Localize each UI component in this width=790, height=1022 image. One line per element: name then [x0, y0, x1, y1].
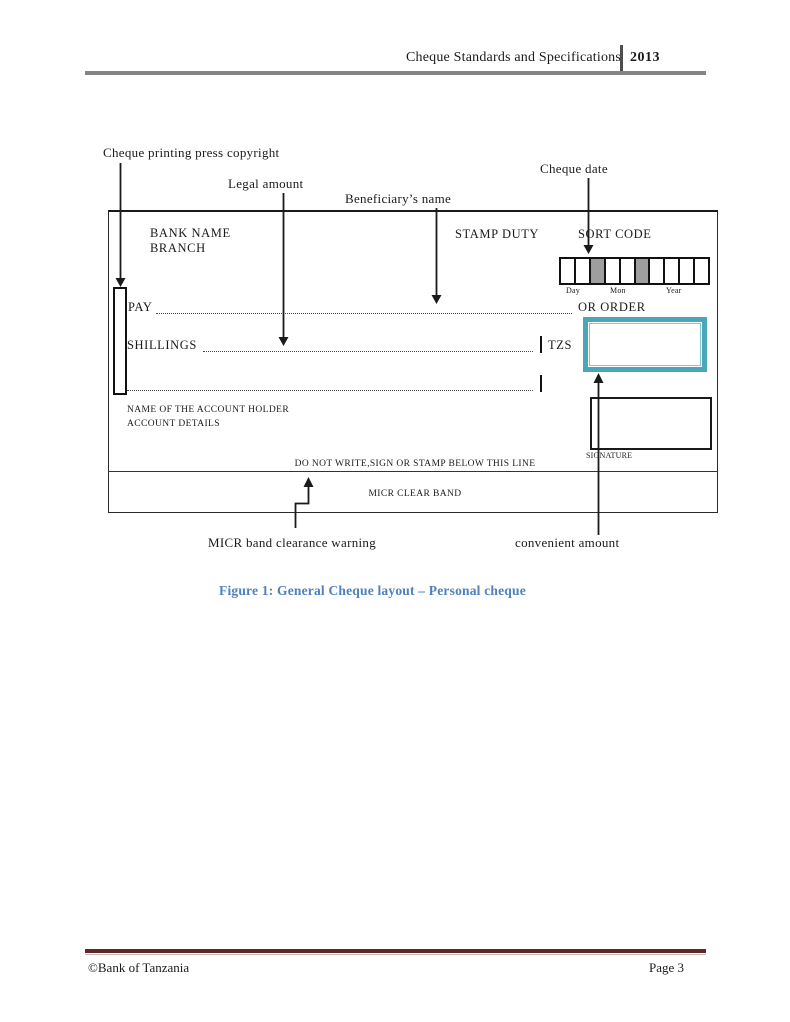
date-cell	[605, 259, 621, 283]
header-title: Cheque Standards and Specifications	[406, 50, 622, 65]
third-line-tick	[540, 375, 542, 392]
date-day-label: Day	[566, 286, 580, 295]
date-cell	[695, 259, 709, 283]
date-mon-label: Mon	[610, 286, 626, 295]
footer-page-number: Page 3	[649, 960, 685, 975]
header-year: 2013	[630, 50, 660, 65]
stamp-duty-label: STAMP DUTY	[455, 227, 540, 241]
account-details-label: ACCOUNT DETAILS	[127, 419, 220, 429]
amount-box	[583, 317, 707, 372]
tzs-tick	[540, 336, 542, 353]
currency-label: TZS	[548, 338, 573, 352]
third-write-line	[127, 377, 533, 391]
branch-label: BRANCH	[150, 241, 206, 255]
date-year-label: Year	[666, 286, 682, 295]
date-cell	[561, 259, 576, 283]
shillings-write-line	[203, 338, 533, 352]
footer-copyright: ©Bank of Tanzania	[88, 960, 190, 975]
callout-convenient-amount: convenient amount	[515, 535, 620, 550]
date-cell	[575, 259, 591, 283]
pay-write-line	[156, 300, 572, 314]
header-divider	[620, 45, 623, 74]
callout-beneficiary-name: Beneficiary’s name	[345, 191, 452, 206]
date-cell	[620, 259, 636, 283]
or-order-label: OR ORDER	[578, 300, 646, 314]
signature-label: SIGNATURE	[586, 451, 633, 460]
date-cell	[650, 259, 666, 283]
amount-box-inner-frame	[589, 323, 701, 366]
account-holder-label: NAME OF THE ACCOUNT HOLDER	[127, 405, 290, 415]
pay-label: PAY	[128, 300, 153, 314]
footer-rule-light	[85, 954, 706, 955]
sort-code-label: SORT CODE	[578, 227, 652, 241]
callout-micr-warning: MICR band clearance warning	[208, 535, 377, 550]
header-rule	[85, 71, 706, 75]
date-cell	[635, 259, 651, 283]
micr-clear-band-label: MICR CLEAR BAND	[368, 489, 462, 499]
bank-name-label: BANK NAME	[150, 226, 231, 240]
printing-press-copyright-box	[113, 287, 127, 395]
date-cell	[665, 259, 681, 283]
callout-printing-press-copyright: Cheque printing press copyright	[103, 145, 280, 160]
figure-caption: Figure 1: General Cheque layout – Person…	[219, 583, 526, 598]
micr-band-separator	[108, 471, 718, 472]
footer-rule-dark	[85, 949, 706, 953]
do-not-write-warning: DO NOT WRITE,SIGN OR STAMP BELOW THIS LI…	[294, 459, 536, 469]
signature-box	[590, 397, 712, 450]
callout-cheque-date: Cheque date	[540, 161, 608, 176]
shillings-label: SHILLINGS	[127, 338, 197, 352]
date-cell	[590, 259, 606, 283]
date-grid	[559, 257, 710, 285]
date-cell	[680, 259, 696, 283]
callout-legal-amount: Legal amount	[228, 176, 304, 191]
